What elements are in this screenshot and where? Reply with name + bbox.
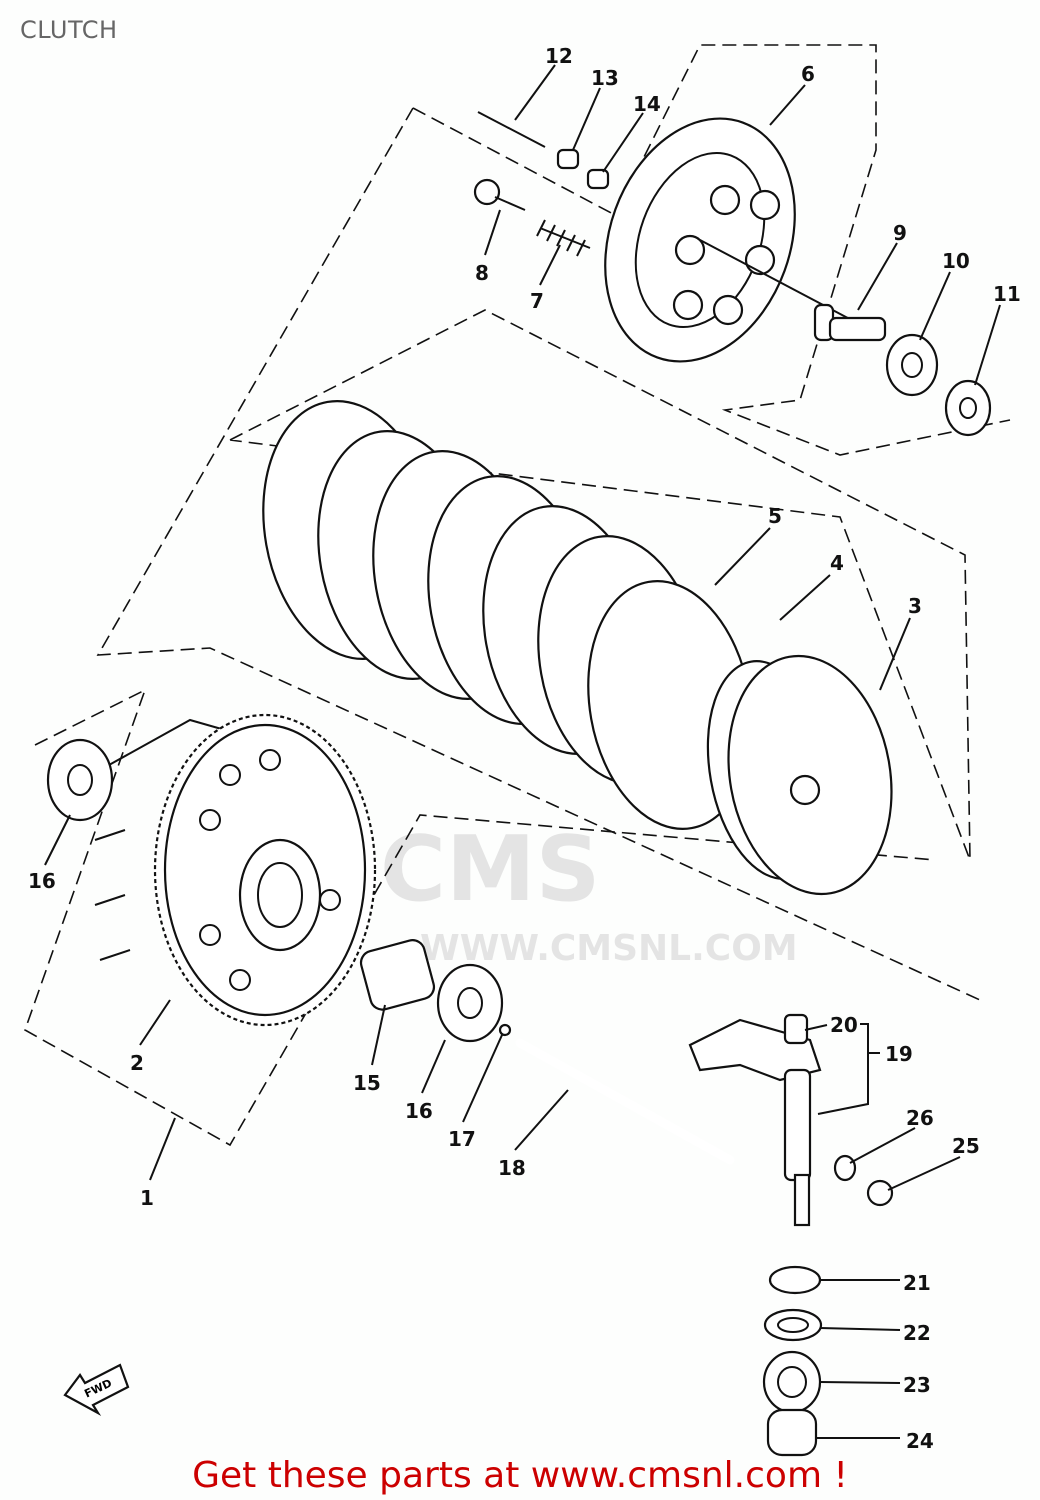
callout-10: 10 <box>942 249 970 273</box>
callout-23: 23 <box>903 1373 931 1397</box>
callout-19: 19 <box>885 1042 913 1066</box>
callout-16b: 16 <box>405 1099 433 1123</box>
group-outlines <box>24 44 1011 1147</box>
callout-3: 3 <box>908 594 922 618</box>
watermark-url: WWW.CMSNL.COM <box>420 928 798 969</box>
callout-26: 26 <box>906 1106 934 1130</box>
leader-lines <box>44 64 1001 1439</box>
clutch-boss <box>706 654 893 896</box>
callout-24: 24 <box>906 1429 934 1453</box>
callout-7: 7 <box>530 289 544 313</box>
callout-1: 1 <box>140 1186 154 1210</box>
callout-13: 13 <box>591 66 619 90</box>
callout-22: 22 <box>903 1321 931 1345</box>
watermark: CMS WWW.CMSNL.COM <box>380 817 798 969</box>
push-lever-assembly <box>688 1013 894 1457</box>
parts-link-banner[interactable]: Get these parts at www.cmsnl.com ! <box>192 1455 848 1496</box>
shaft-parts <box>359 939 735 1165</box>
page-title: CLUTCH <box>20 16 118 44</box>
clutch-housing <box>46 713 377 1027</box>
callout-8: 8 <box>475 261 489 285</box>
callout-2: 2 <box>130 1051 144 1075</box>
watermark-logo: CMS <box>380 817 600 922</box>
callout-6: 6 <box>801 62 815 86</box>
callout-12: 12 <box>545 44 573 68</box>
callout-16a: 16 <box>28 869 56 893</box>
callouts: 1 2 3 4 5 6 7 8 9 10 11 12 13 14 15 16 1… <box>28 44 1021 1453</box>
callout-15: 15 <box>353 1071 381 1095</box>
push-parts <box>813 303 992 437</box>
callout-14: 14 <box>633 92 661 116</box>
callout-25: 25 <box>952 1134 980 1158</box>
callout-11: 11 <box>993 282 1021 306</box>
pressure-plate <box>604 117 796 363</box>
fwd-arrow: FWD <box>63 1363 130 1416</box>
callout-4: 4 <box>830 551 844 575</box>
callout-20: 20 <box>830 1013 858 1037</box>
callout-9: 9 <box>893 221 907 245</box>
callout-18: 18 <box>498 1156 526 1180</box>
callout-21: 21 <box>903 1271 931 1295</box>
callout-5: 5 <box>768 504 782 528</box>
callout-17: 17 <box>448 1127 476 1151</box>
